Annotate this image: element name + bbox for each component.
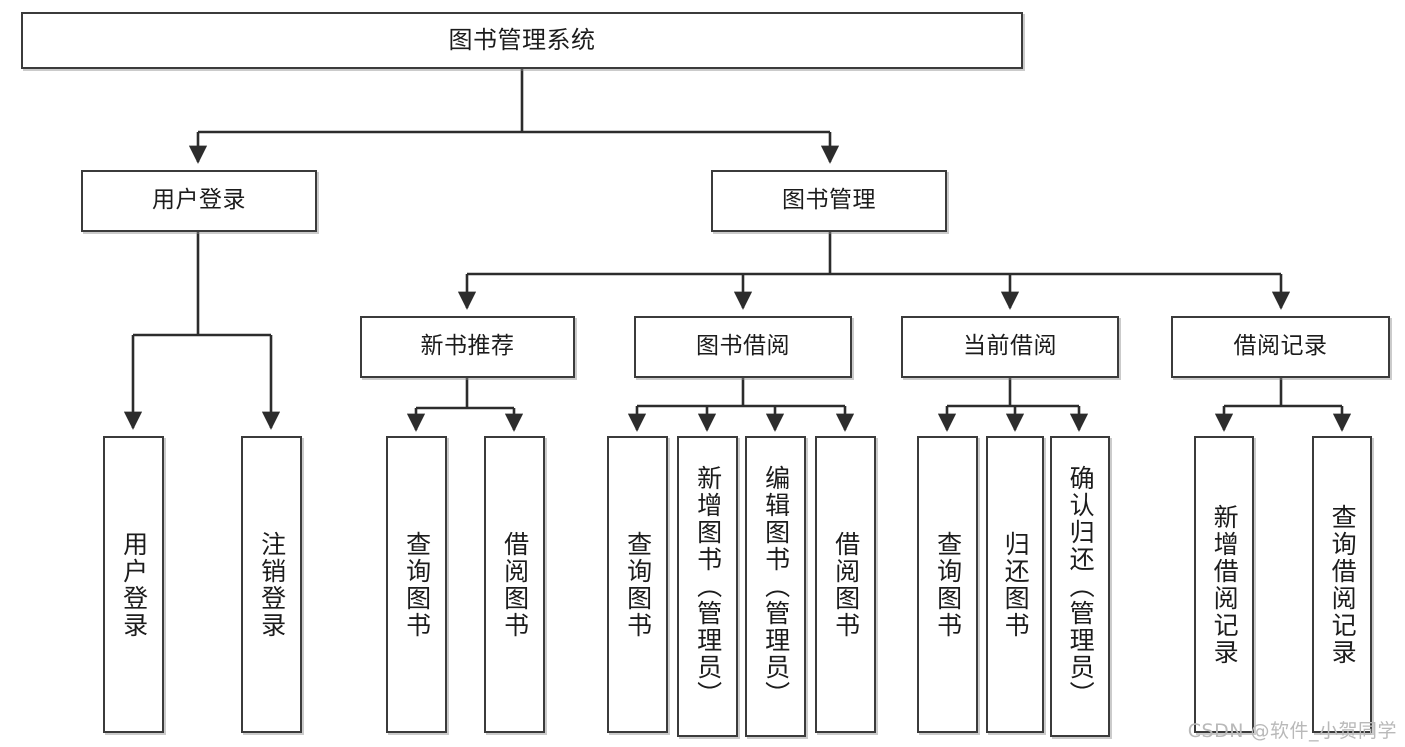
node-book-management[interactable]: 图书管理 <box>711 170 947 232</box>
leaf-user-login-logout[interactable]: 注销登录 <box>241 436 302 733</box>
leaf-borrow-record-add-record[interactable]: 新增借阅记录 <box>1194 436 1254 733</box>
leaf-book-borrow-borrow-book[interactable]: 借阅图书 <box>815 436 876 733</box>
node-label: 新增图书（管理员） <box>693 465 723 708</box>
leaf-borrow-record-query-record[interactable]: 查询借阅记录 <box>1312 436 1372 733</box>
csdn-watermark: CSDN @软件_小贺同学 <box>1187 720 1397 742</box>
node-label: 用户登录 <box>152 187 246 214</box>
node-label: 用户登录 <box>119 530 149 639</box>
leaf-current-borrow-confirm-return-admin[interactable]: 确认归还（管理员） <box>1050 436 1110 737</box>
node-label: 借阅图书 <box>500 530 530 639</box>
node-label: 编辑图书（管理员） <box>761 465 791 708</box>
leaf-book-borrow-query-book[interactable]: 查询图书 <box>607 436 668 733</box>
node-borrow-record[interactable]: 借阅记录 <box>1171 316 1390 378</box>
leaf-new-book-query-book[interactable]: 查询图书 <box>386 436 447 733</box>
node-user-login[interactable]: 用户登录 <box>81 170 317 232</box>
node-label: 图书借阅 <box>696 333 790 360</box>
node-label: 查询图书 <box>402 530 432 639</box>
node-new-book-recommend[interactable]: 新书推荐 <box>360 316 575 378</box>
node-label: 借阅图书 <box>831 530 861 639</box>
node-label: 查询图书 <box>933 530 963 639</box>
leaf-current-borrow-return-book[interactable]: 归还图书 <box>986 436 1044 733</box>
node-book-borrow[interactable]: 图书借阅 <box>634 316 852 378</box>
node-label: 新书推荐 <box>420 333 515 360</box>
node-label: 图书管理系统 <box>448 26 596 55</box>
node-label: 归还图书 <box>1001 530 1031 639</box>
leaf-user-login-login[interactable]: 用户登录 <box>103 436 164 733</box>
leaf-book-borrow-edit-book-admin[interactable]: 编辑图书（管理员） <box>745 436 806 737</box>
leaf-new-book-borrow-book[interactable]: 借阅图书 <box>484 436 545 733</box>
leaf-current-borrow-query-book[interactable]: 查询图书 <box>917 436 978 733</box>
leaf-book-borrow-add-book-admin[interactable]: 新增图书（管理员） <box>677 436 738 737</box>
node-label: 查询图书 <box>623 530 653 639</box>
node-root-book-management-system[interactable]: 图书管理系统 <box>21 12 1023 69</box>
node-label: 当前借阅 <box>963 333 1057 360</box>
node-label: 借阅记录 <box>1233 333 1328 360</box>
node-label: 新增借阅记录 <box>1210 503 1240 666</box>
node-current-borrow[interactable]: 当前借阅 <box>901 316 1119 378</box>
node-label: 图书管理 <box>782 187 876 214</box>
node-label: 确认归还（管理员） <box>1066 465 1096 708</box>
node-label: 注销登录 <box>257 530 287 639</box>
node-label: 查询借阅记录 <box>1328 503 1358 666</box>
